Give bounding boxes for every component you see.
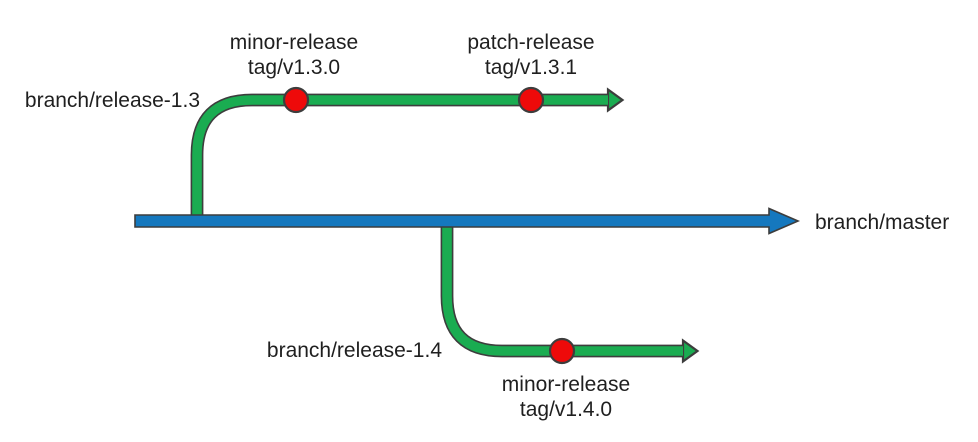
release-1.3-arrowhead <box>606 87 625 113</box>
tag-v1.3.1-label-line2: tag/v1.3.1 <box>485 56 577 79</box>
release-1.3-branch-line <box>192 95 608 221</box>
master-branch-label: branch/master <box>815 211 949 234</box>
release-1.4-branch-label: branch/release-1.4 <box>267 339 442 362</box>
commit-dot-v1.3.1 <box>517 86 545 114</box>
release-1.4-arrowhead <box>681 338 700 364</box>
release-1.4-branch-line <box>442 221 683 356</box>
master-branch-arrow <box>134 207 801 235</box>
tag-v1.3.0-label-line1: minor-release <box>230 31 358 54</box>
commit-dot-v1.4.0 <box>548 337 576 365</box>
tag-v1.4.0-label-line2: tag/v1.4.0 <box>520 398 612 421</box>
tag-v1.3.1-label-line1: patch-release <box>467 31 594 54</box>
commit-dot-v1.3.0 <box>282 86 310 114</box>
tag-v1.4.0-label-line1: minor-release <box>502 373 630 396</box>
tag-v1.3.0-label-line2: tag/v1.3.0 <box>248 56 340 79</box>
release-1.3-branch-line-outline <box>190 93 608 221</box>
release-1.4-branch-line-outline <box>440 221 683 358</box>
release-1.3-branch-label: branch/release-1.3 <box>25 89 200 112</box>
